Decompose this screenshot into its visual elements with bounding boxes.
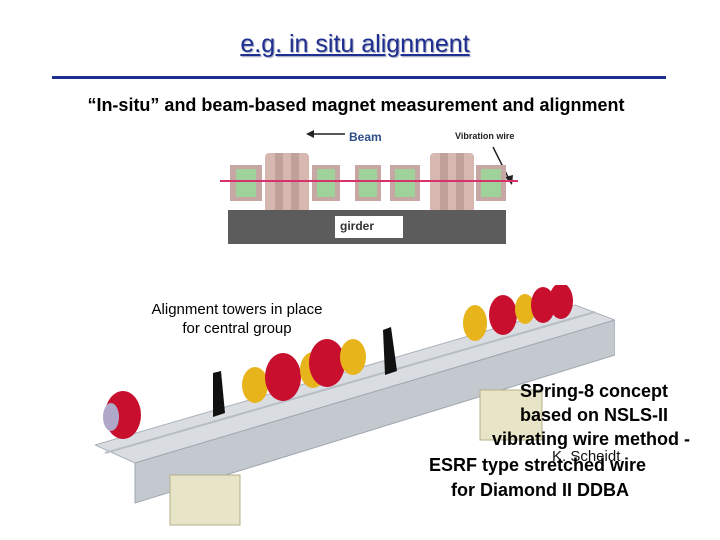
towers-caption: Alignment towers in place for central gr…: [136, 300, 338, 338]
note-line3: vibrating wire method -: [492, 429, 691, 449]
girder-label-box: [335, 216, 403, 238]
small-magnet-2: [312, 165, 340, 201]
alignment-towers: [213, 327, 397, 417]
small-magnet-5: [476, 165, 506, 201]
beam-direction-arrow: [306, 130, 345, 138]
magnet-schematic-diagram: [220, 130, 518, 244]
towers-caption-line2: for central group: [182, 320, 292, 337]
magnet-group-right: [463, 285, 573, 341]
small-magnet-3: [355, 165, 381, 201]
small-magnet-4: [390, 165, 420, 201]
large-magnet-2: [430, 153, 474, 215]
support-legs: [169, 389, 543, 526]
title-rule: [52, 76, 666, 79]
small-magnet-1: [230, 165, 262, 201]
girder-label: girder: [340, 219, 375, 233]
slide-subtitle: “In-situ” and beam-based magnet measurem…: [87, 95, 625, 115]
vibration-wire-label: Vibration wire: [455, 131, 515, 141]
author-credit: K. Scheidt: [552, 448, 621, 465]
magnet-group-central: [242, 339, 366, 403]
note-line5: for Diamond II DDBA: [451, 480, 629, 500]
magnet-group-left: [103, 391, 141, 439]
towers-caption-line1: Alignment towers in place: [151, 301, 323, 318]
note-line2: based on NSLS-II: [520, 405, 669, 425]
girder-3d-render: [95, 285, 615, 526]
large-magnet-1: [265, 153, 309, 215]
slide-title: e.g. in situ alignment: [240, 30, 470, 58]
note-line4: ESRF type stretched wire: [429, 455, 647, 475]
beam-label: Beam: [349, 130, 382, 144]
note-line1: SPring-8 concept: [520, 381, 669, 401]
magnet-schematic-set: [230, 153, 506, 215]
girder-beam: [95, 304, 615, 504]
